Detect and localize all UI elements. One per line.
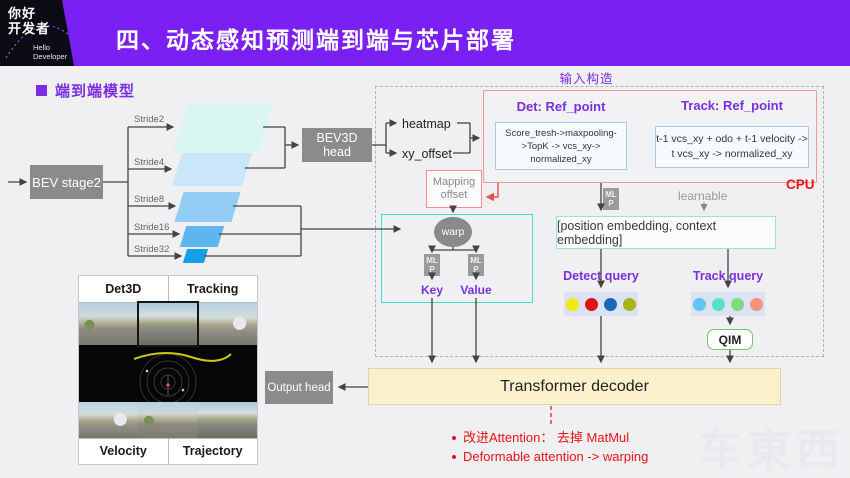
demo-footer-row: Velocity Trajectory	[79, 437, 258, 464]
output-head-box: Output head	[265, 371, 333, 404]
detect-query-dot	[585, 297, 598, 311]
value-mlp-box: MLP	[468, 254, 484, 276]
key-label: Key	[420, 283, 443, 297]
note-item: Deformable attention -> warping	[452, 447, 782, 466]
camera-image-main	[137, 301, 199, 348]
note-bullet-icon	[452, 436, 456, 440]
embedding-box: [position embedding, context embedding]	[556, 216, 776, 249]
camera-image	[79, 402, 139, 438]
demo-panel: Det3D Tracking	[78, 275, 258, 465]
xy-offset-label: xy_offset	[402, 147, 452, 161]
learnable-label: learnable	[678, 189, 728, 203]
stride2-label: Stride2	[134, 114, 165, 125]
stride8-feature-map	[174, 192, 241, 222]
track-query-tokens	[691, 292, 765, 316]
cpu-label: CPU	[786, 177, 815, 192]
section-bullet-icon	[36, 85, 47, 96]
demo-header-row: Det3D Tracking	[79, 276, 258, 304]
stride32-label: Stride32	[134, 244, 170, 255]
mapping-offset-box: Mapping offset	[426, 170, 482, 208]
stride2-feature-map	[172, 104, 274, 152]
slide-title: 四、动态感知预测端到端与芯片部署	[116, 27, 516, 53]
detect-query-dot	[623, 297, 636, 311]
logo-text-en: Hello Developer	[33, 43, 68, 61]
slide-header: 你好 开发者 Hello Developer 四、动态感知预测端到端与芯片部署	[0, 0, 850, 66]
camera-image	[199, 303, 257, 346]
camera-strip-top	[79, 301, 257, 348]
track-query-dot	[693, 297, 706, 311]
stride4-feature-map	[171, 153, 253, 186]
track-query-dot	[750, 297, 763, 311]
camera-image	[197, 402, 257, 438]
camera-strip-bottom	[79, 402, 257, 438]
key-mlp-box: MLP	[424, 254, 440, 276]
heatmap-label: heatmap	[402, 117, 451, 131]
note-text: 改进Attention： 去掉 MatMul	[463, 430, 630, 445]
demo-label-trajectory: Trajectory	[167, 438, 258, 464]
stride8-label: Stride8	[134, 194, 165, 205]
detect-query-label: Detect query	[563, 269, 639, 283]
track-ref-detail: t-1 vcs_xy + odo + t-1 velocity -> t vcs…	[655, 126, 809, 168]
key-value-group	[381, 214, 533, 303]
track-query-dot	[731, 297, 744, 311]
demo-label-velocity: Velocity	[99, 444, 147, 459]
value-label: Value	[460, 283, 492, 297]
det-ref-detail: Score_tresh->maxpooling- >TopK -> vcs_xy…	[495, 122, 627, 170]
note-text: Deformable attention -> warping	[463, 449, 649, 464]
track-ref-title: Track: Ref_point	[681, 98, 783, 113]
detect-query-tokens	[564, 292, 638, 316]
logo-text-zh: 你好 开发者	[8, 6, 51, 36]
qim-box: QIM	[707, 329, 753, 350]
note-bullet-icon	[452, 455, 456, 459]
warp-ellipse: warp	[434, 217, 472, 247]
stride16-label: Stride16	[134, 222, 170, 233]
embedding-mlp-box: MLP	[603, 188, 619, 210]
transformer-decoder-box: Transformer decoder	[368, 368, 781, 405]
demo-label-tracking: Tracking	[167, 276, 258, 303]
stride16-feature-map	[179, 226, 225, 247]
bev-visualization	[79, 345, 257, 411]
bev-radar-graphic	[133, 352, 232, 411]
logo-arc-decoration	[5, 25, 69, 59]
demo-label-det3d: Det3D	[105, 282, 142, 297]
section-title: 端到端模型	[55, 83, 136, 100]
camera-image	[138, 402, 198, 438]
bev3d-head-box: BEV3D head	[302, 128, 372, 162]
notes-list: 改进Attention： 去掉 MatMul Deformable attent…	[452, 428, 782, 466]
track-query-label: Track query	[692, 269, 764, 283]
detect-query-dot	[604, 297, 617, 311]
bev-stage2-box: BEV stage2	[30, 165, 103, 199]
input-construction-title: 输入构造	[559, 72, 614, 86]
watermark: 车東西	[698, 426, 845, 475]
note-item: 改进Attention： 去掉 MatMul	[452, 428, 782, 447]
track-query-dot	[712, 297, 725, 311]
logo: 你好 开发者 Hello Developer	[0, 0, 74, 66]
det-ref-title: Det: Ref_point	[516, 99, 606, 114]
camera-image	[79, 303, 137, 346]
stride32-feature-map	[182, 249, 209, 263]
stride4-label: Stride4	[134, 157, 165, 168]
section-heading: 端到端模型	[36, 80, 135, 101]
detect-query-dot	[566, 297, 579, 311]
